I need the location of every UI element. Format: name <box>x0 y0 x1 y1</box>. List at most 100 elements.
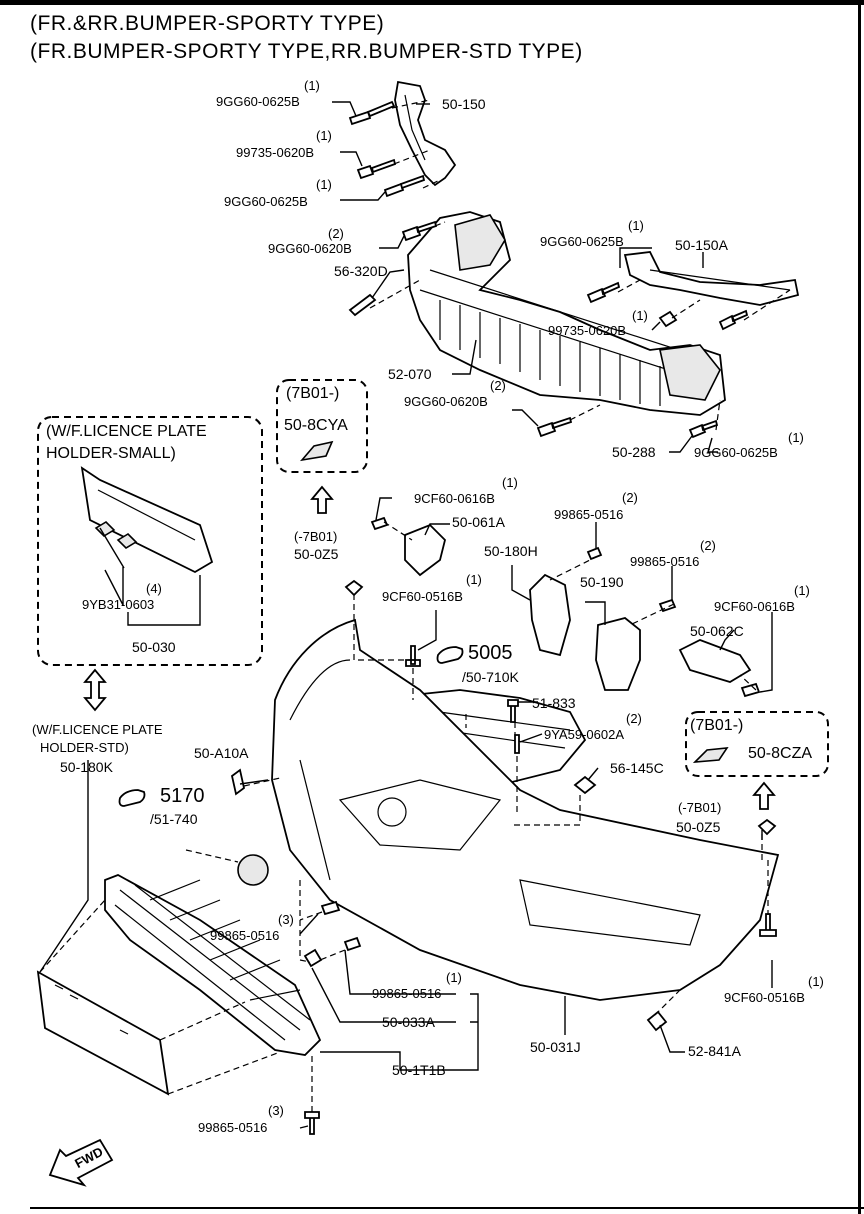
part-label: 9GG60-0625B <box>540 234 624 249</box>
screw-9gg60-0620b-b <box>536 416 573 438</box>
part-label: 9GG60-0620B <box>268 241 352 256</box>
double-arrow-icon <box>83 668 107 712</box>
screw-99735-0620b-b <box>658 310 678 328</box>
part-label: 9GG60-0620B <box>404 394 488 409</box>
bracket-50-150a <box>623 251 800 306</box>
part-label: 50-180H <box>484 543 538 559</box>
part-label: 50-180K <box>60 759 113 775</box>
part-50-033a <box>303 948 323 968</box>
screw-9gg60-0625b-d <box>688 419 719 439</box>
option-code: (7B01-) <box>286 385 340 402</box>
assembly-lines <box>39 99 791 1112</box>
option-box-7b01-right <box>685 711 829 777</box>
qty-label: (1) <box>788 430 804 445</box>
qty-label: (1) <box>466 572 482 587</box>
option-box-7b01-top <box>276 379 368 473</box>
part-label: /50-710K <box>462 669 519 685</box>
qty-label: (2) <box>328 226 344 241</box>
clip-50-0z5-a <box>344 579 364 597</box>
qty-label: (1) <box>808 974 824 989</box>
part-label: 50-150 <box>442 96 486 112</box>
part-label: 9CF60-0516B <box>382 589 463 604</box>
screw-99735-0620b-a <box>356 158 397 180</box>
screw-9gg60-0625b-b <box>383 174 426 198</box>
part-label: 99735-0620B <box>548 323 627 338</box>
lower-grille-50-1t1b <box>104 874 322 1056</box>
option-note: HOLDER-SMALL) <box>46 445 176 462</box>
reference-number: 5170 <box>160 785 205 807</box>
part-label: 50-061A <box>452 514 505 530</box>
qty-label: (3) <box>278 912 294 927</box>
leader-lines <box>39 101 773 1129</box>
part-label: /51-740 <box>150 811 198 827</box>
bracket-50-061a <box>404 523 446 577</box>
licence-plate-holder-small <box>80 466 214 574</box>
clip-50-0z5-b <box>757 818 777 836</box>
licence-plate-50-180k <box>36 970 170 1096</box>
option-note: HOLDER-STD) <box>40 740 129 755</box>
part-label: 50-031J <box>530 1039 581 1055</box>
qty-label: (1) <box>502 475 518 490</box>
part-label: 50-A10A <box>194 745 249 761</box>
clip-56-320d <box>348 293 377 317</box>
part-label: 9GG60-0625B <box>216 94 300 109</box>
up-arrow-right <box>752 781 776 810</box>
part-label: 99865-0516 <box>210 928 280 943</box>
qty-label: (1) <box>316 177 332 192</box>
part-label: 50-033A <box>382 1014 435 1030</box>
part-label: 50-1T1B <box>392 1062 446 1078</box>
part-label: 99865-0516 <box>630 554 700 569</box>
qty-label: (1) <box>316 128 332 143</box>
up-arrow-top <box>310 485 334 514</box>
screw-99865-0516-e <box>304 1111 320 1135</box>
bracket-50-180h <box>529 573 571 657</box>
emblem-51-740 <box>237 854 269 886</box>
title-line-1: (FR.&RR.BUMPER-SPORTY TYPE) <box>30 12 385 35</box>
clip-56-145c <box>573 775 597 795</box>
screw-9ya59-0602a <box>514 734 520 754</box>
option-code: (-7B01) <box>294 529 338 544</box>
part-label: 50-0Z5 <box>676 819 721 835</box>
part-label: 9YB31-0603 <box>82 597 155 612</box>
nut-52-841a <box>646 1010 668 1032</box>
pointing-hand-icon <box>118 789 146 807</box>
part-label: 50-8CZA <box>748 745 813 762</box>
qty-label: (2) <box>626 711 642 726</box>
part-50-a10a <box>230 768 246 796</box>
part-label: 50-150A <box>675 237 728 253</box>
part-label: 99865-0516 <box>198 1120 268 1135</box>
title-line-2: (FR.BUMPER-SPORTY TYPE,RR.BUMPER-STD TYP… <box>30 40 583 63</box>
pointing-hand-icon <box>436 646 464 664</box>
part-label: 52-841A <box>688 1043 741 1059</box>
part-label: 50-190 <box>580 574 624 590</box>
qty-label: (3) <box>268 1103 284 1118</box>
part-label: 9CF60-0516B <box>724 990 805 1005</box>
screw-99865-0516-d <box>343 936 362 952</box>
screw-side <box>718 309 749 331</box>
part-label: 99865-0516 <box>372 986 442 1001</box>
part-label: 52-070 <box>388 366 432 382</box>
qty-label: (2) <box>622 490 638 505</box>
option-code: (7B01-) <box>690 717 744 734</box>
part-label: 50-288 <box>612 444 656 460</box>
part-label: 56-320D <box>334 263 388 279</box>
qty-label: (1) <box>304 78 320 93</box>
option-note: (W/F.LICENCE PLATE <box>32 722 163 737</box>
option-note: (W/F.LICENCE PLATE <box>46 423 207 440</box>
bracket-50-062c <box>678 639 752 683</box>
part-label: 99865-0516 <box>554 507 624 522</box>
reference-number: 5005 <box>468 642 513 664</box>
part-label: 9YA59-0602A <box>544 727 624 742</box>
reinforcement-52-070 <box>407 211 726 416</box>
qty-label: (1) <box>632 308 648 323</box>
part-50-8cza <box>692 747 729 763</box>
part-label: 50-8CYA <box>284 417 348 434</box>
fwd-arrow-icon <box>48 1138 114 1187</box>
part-label: 9CF60-0616B <box>414 491 495 506</box>
bottom-border <box>30 1207 864 1209</box>
part-label: 9CF60-0616B <box>714 599 795 614</box>
part-label: 50-030 <box>132 639 176 655</box>
part-label: 56-145C <box>610 760 664 776</box>
qty-label: (4) <box>146 581 162 596</box>
